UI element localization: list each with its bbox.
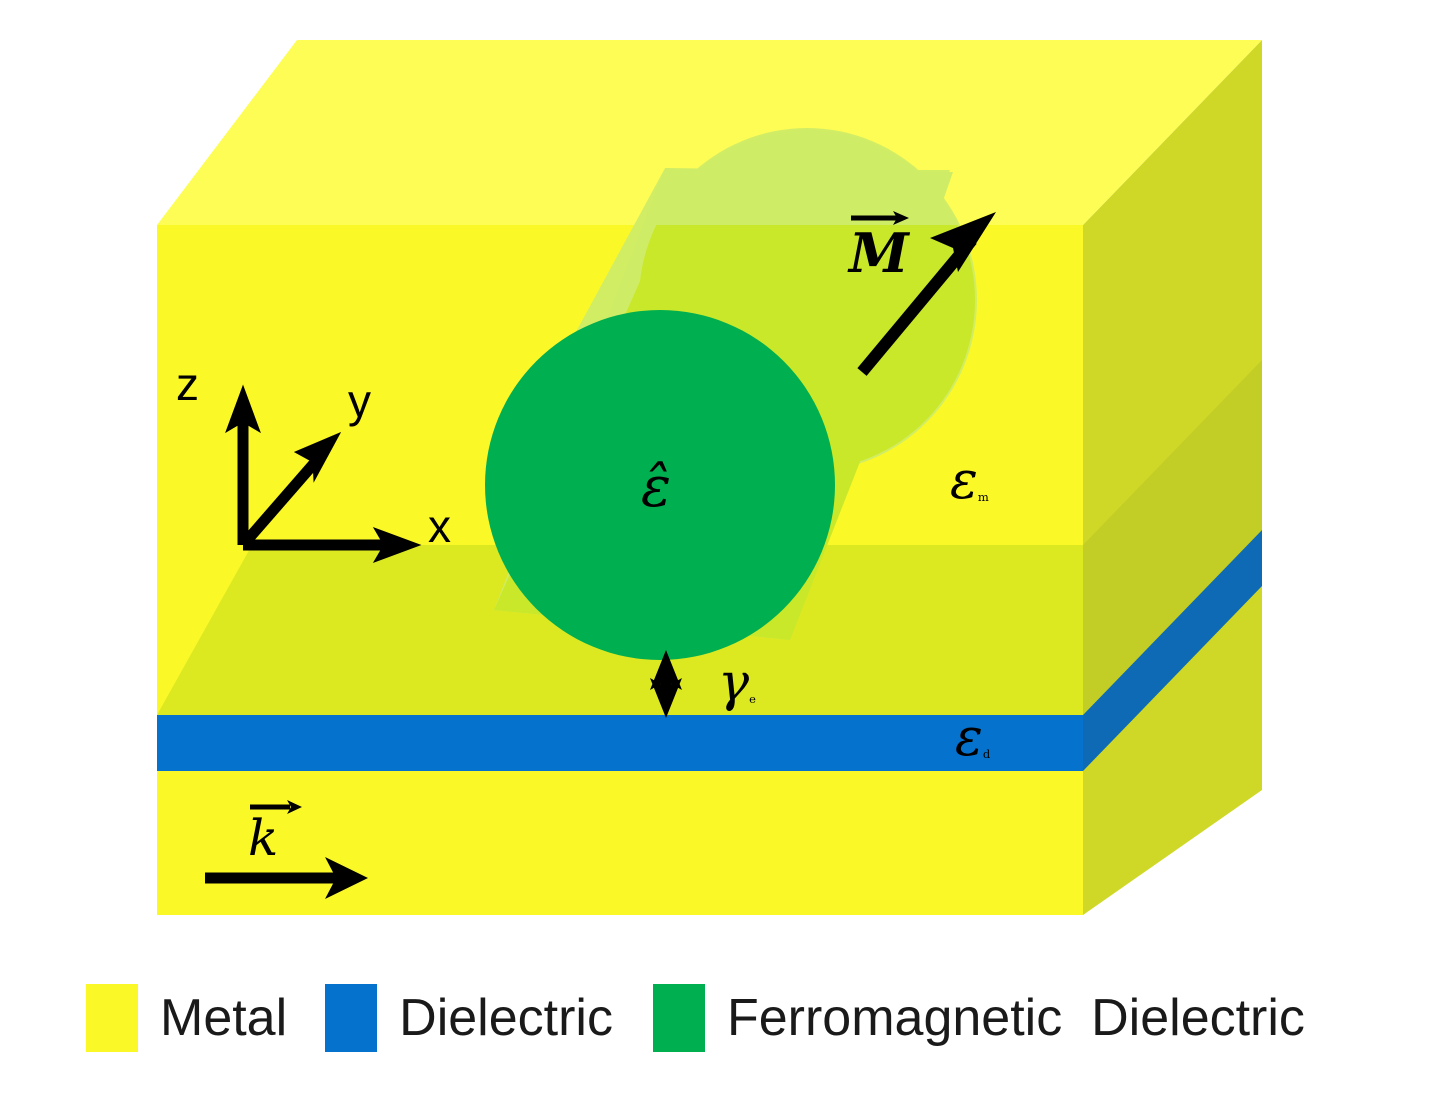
axis-label-x: x — [428, 500, 451, 552]
metal-top-face — [157, 40, 1262, 225]
legend-label-ferromagnetic-dielectric: Ferromagnetic Dielectric — [726, 989, 1305, 1047]
vector-overbar-k-icon — [250, 800, 302, 814]
legend-swatch-ferromagnetic-dielectric — [652, 984, 705, 1052]
legend-item-ferromagnetic-dielectric: Ferromagnetic Dielectric — [652, 984, 1305, 1052]
permittivity-metal-symbol: ε — [950, 451, 978, 511]
gap-subscript: e — [749, 692, 756, 707]
permittivity-dielectric-symbol: ε — [955, 708, 983, 768]
coordinate-axes — [225, 384, 422, 563]
cylinder-front-face — [485, 310, 835, 660]
legend-swatch-metal — [86, 984, 138, 1052]
wavevector-letter: k — [248, 809, 279, 867]
permittivity-tensor-label: ε̂ — [641, 455, 672, 520]
z-axis-arrowhead — [225, 384, 261, 434]
legend-swatch-dielectric — [325, 984, 378, 1052]
wavevector-arrowhead — [325, 857, 368, 899]
permittivity-dielectric-subscript: d — [982, 747, 991, 762]
legend-item-metal: Metal — [86, 984, 287, 1052]
y-axis-line — [238, 448, 329, 549]
legend-label-dielectric: Dielectric — [399, 989, 613, 1047]
wavevector-label: k — [248, 795, 304, 867]
gap-arrow — [650, 650, 682, 718]
magnetization-vector-letter: M — [849, 221, 909, 285]
permittivity-metal-subscript: m — [977, 490, 989, 505]
legend: Metal Dielectric Ferromagnetic Dielectri… — [0, 968, 1440, 1068]
inner-volume-side-overlay — [1083, 360, 1262, 715]
vector-overbar-M-icon — [851, 211, 909, 225]
dielectric-layer-side — [1083, 530, 1262, 771]
legend-row: Metal Dielectric Ferromagnetic Dielectri… — [86, 968, 1305, 1068]
magnetization-arrowhead — [930, 212, 996, 272]
gap-label: γe — [718, 657, 756, 709]
magnetization-vector-label: M — [849, 205, 911, 285]
magnetization-arrow — [857, 212, 996, 376]
wavevector-arrow — [205, 857, 368, 899]
y-axis-arrowhead — [293, 431, 342, 483]
gap-arrowhead-down — [650, 678, 682, 718]
axis-label-y: y — [348, 375, 371, 427]
legend-label-metal: Metal — [160, 989, 288, 1047]
gap-arrowhead-up — [650, 650, 682, 690]
x-axis-arrowhead — [372, 527, 422, 563]
ferromagnetic-cylinder — [485, 128, 977, 660]
permittivity-metal-label: εm — [950, 455, 989, 507]
permittivity-dielectric-label: εd — [955, 712, 990, 764]
legend-item-dielectric: Dielectric — [325, 984, 613, 1052]
axis-label-z: z — [176, 358, 199, 410]
gap-symbol: γ — [718, 653, 750, 713]
magnetization-arrow-shaft — [857, 236, 977, 376]
dielectric-layer-front — [157, 715, 1083, 771]
